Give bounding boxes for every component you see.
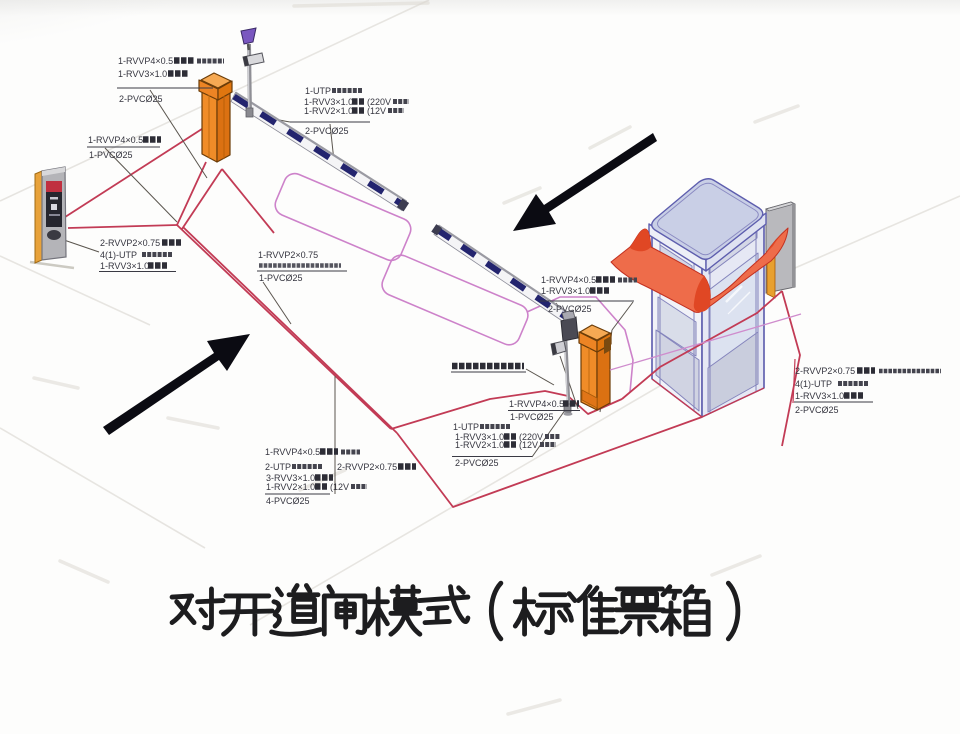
svg-text:1-RVV3×1.0: 1-RVV3×1.0	[541, 286, 590, 296]
svg-text:(12V: (12V	[367, 106, 386, 116]
svg-text:1-PVCØ25: 1-PVCØ25	[510, 412, 554, 422]
svg-text:(220V: (220V	[367, 97, 391, 107]
svg-text:1-UTP: 1-UTP	[305, 86, 331, 96]
svg-text:(12V: (12V	[519, 440, 538, 450]
svg-text:(220V: (220V	[519, 432, 543, 442]
svg-text:1-RVV3×1.0: 1-RVV3×1.0	[304, 97, 353, 107]
svg-text:1-UTP: 1-UTP	[453, 422, 479, 432]
svg-text:1-RVVP4×0.5: 1-RVVP4×0.5	[88, 135, 143, 145]
svg-text:1-RVV2×1.0: 1-RVV2×1.0	[455, 440, 504, 450]
svg-text:1-RVV2×1.0: 1-RVV2×1.0	[304, 106, 353, 116]
svg-text:1-RVV3×1.0: 1-RVV3×1.0	[455, 432, 504, 442]
svg-text:1-RVV3×1.0: 1-RVV3×1.0	[118, 69, 167, 79]
svg-text:2-PVCØ25: 2-PVCØ25	[305, 126, 349, 136]
svg-text:1-RVVP4×0.5: 1-RVVP4×0.5	[118, 56, 173, 66]
svg-text:3-RVV3×1.0: 3-RVV3×1.0	[266, 473, 315, 483]
svg-text:2-RVVP2×0.75: 2-RVVP2×0.75	[337, 462, 397, 472]
svg-text:2-PVCØ25: 2-PVCØ25	[455, 458, 499, 468]
svg-text:2-PVCØ25: 2-PVCØ25	[795, 405, 839, 415]
svg-text:2-PVCØ25: 2-PVCØ25	[119, 94, 163, 104]
svg-text:4(1)-UTP: 4(1)-UTP	[100, 250, 137, 260]
svg-text:1-RVV2×1.0: 1-RVV2×1.0	[266, 482, 315, 492]
svg-text:4-PVCØ25: 4-PVCØ25	[266, 496, 310, 506]
svg-text:1-RVVP4×0.5: 1-RVVP4×0.5	[509, 399, 564, 409]
svg-text:1-PVCØ25: 1-PVCØ25	[259, 273, 303, 283]
svg-text:2-RVVP2×0.75: 2-RVVP2×0.75	[100, 238, 160, 248]
svg-text:1-RVVP4×0.5: 1-RVVP4×0.5	[541, 275, 596, 285]
svg-text:1-RVVP2×0.75: 1-RVVP2×0.75	[258, 250, 318, 260]
svg-text:4(1)-UTP: 4(1)-UTP	[795, 379, 832, 389]
svg-text:2-RVVP2×0.75: 2-RVVP2×0.75	[795, 366, 855, 376]
svg-text:1-PVCØ25: 1-PVCØ25	[89, 150, 133, 160]
svg-text:1-RVV3×1.0: 1-RVV3×1.0	[100, 261, 149, 271]
svg-text:1-RVV3×1.0: 1-RVV3×1.0	[795, 391, 844, 401]
svg-text:1-RVVP4×0.5: 1-RVVP4×0.5	[265, 447, 320, 457]
svg-text:(12V: (12V	[330, 482, 349, 492]
svg-text:2-UTP: 2-UTP	[265, 462, 291, 472]
svg-text:2-PVCØ25: 2-PVCØ25	[548, 304, 592, 314]
